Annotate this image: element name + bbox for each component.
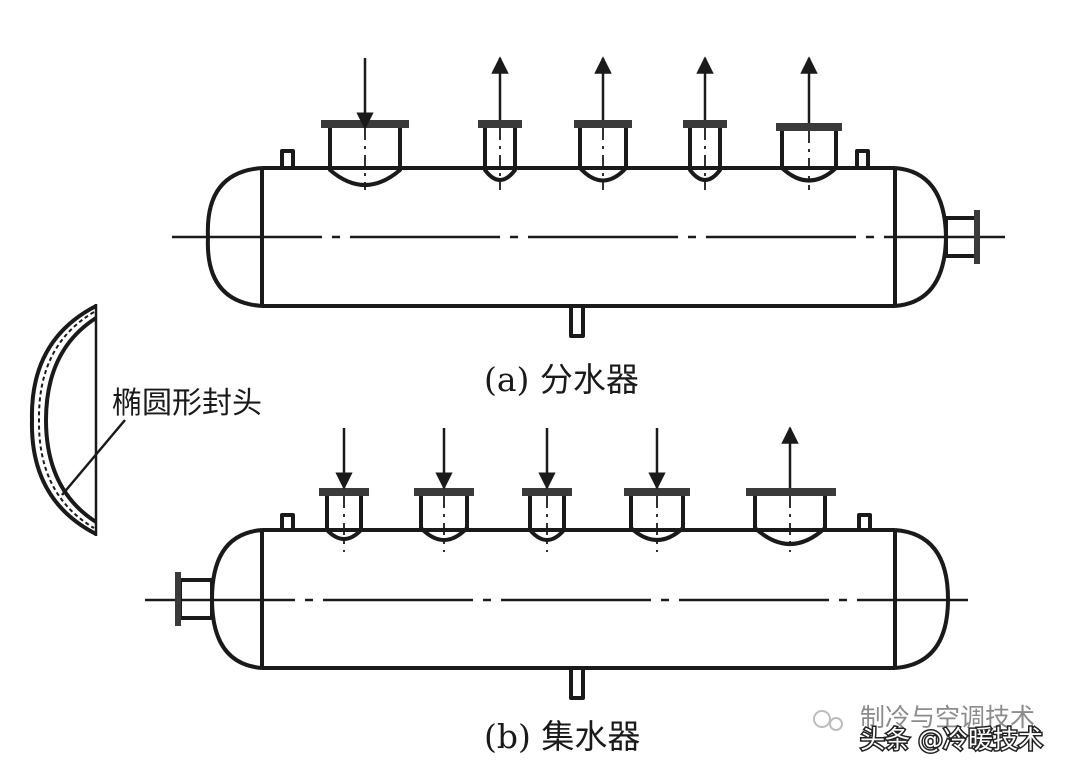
distributor-vent-right	[855, 149, 870, 170]
head-outer-curve	[29, 304, 97, 536]
collector-outlet-nozzle	[746, 426, 836, 552]
distributor-inlet-nozzle	[321, 58, 409, 190]
head-label: 椭圆形封头	[112, 386, 262, 421]
watermark-top-text: 制冷与空调技术	[860, 703, 1035, 732]
collector-diagram	[145, 426, 968, 700]
collector-inlet-nozzle-3	[522, 428, 572, 552]
collector-vent-right	[857, 513, 872, 532]
distributor-outlet-nozzle-3	[683, 56, 727, 190]
caption-distributor: (a) 分水器	[484, 360, 639, 399]
head-inner-curve	[44, 316, 98, 524]
distributor-drain	[569, 304, 585, 338]
head-leader-line	[61, 419, 126, 496]
distributor-diagram	[172, 56, 1005, 338]
elliptical-head-detail	[29, 304, 126, 536]
distributor-vent-left	[280, 149, 295, 170]
distributor-outlet-nozzle-2	[574, 56, 632, 190]
collector-drain	[569, 666, 585, 700]
head-hatching	[37, 311, 95, 529]
wechat-logo-icon	[813, 710, 831, 728]
collector-inlet-nozzle-4	[624, 428, 690, 552]
collector-inlet-nozzle-1	[319, 428, 369, 552]
distributor-outlet-nozzle-1	[478, 56, 522, 190]
watermark	[813, 710, 843, 731]
collector-end-flange	[175, 572, 181, 626]
watermark-bottom-text: 头条 @冷暖技术	[860, 725, 1043, 754]
collector-inlet-nozzle-2	[414, 428, 474, 552]
collector-vent-left	[280, 513, 295, 532]
distributor-end-flange	[974, 210, 980, 264]
caption-collector: (b) 集水器	[484, 717, 640, 756]
distributor-outlet-nozzle-4	[776, 56, 842, 190]
